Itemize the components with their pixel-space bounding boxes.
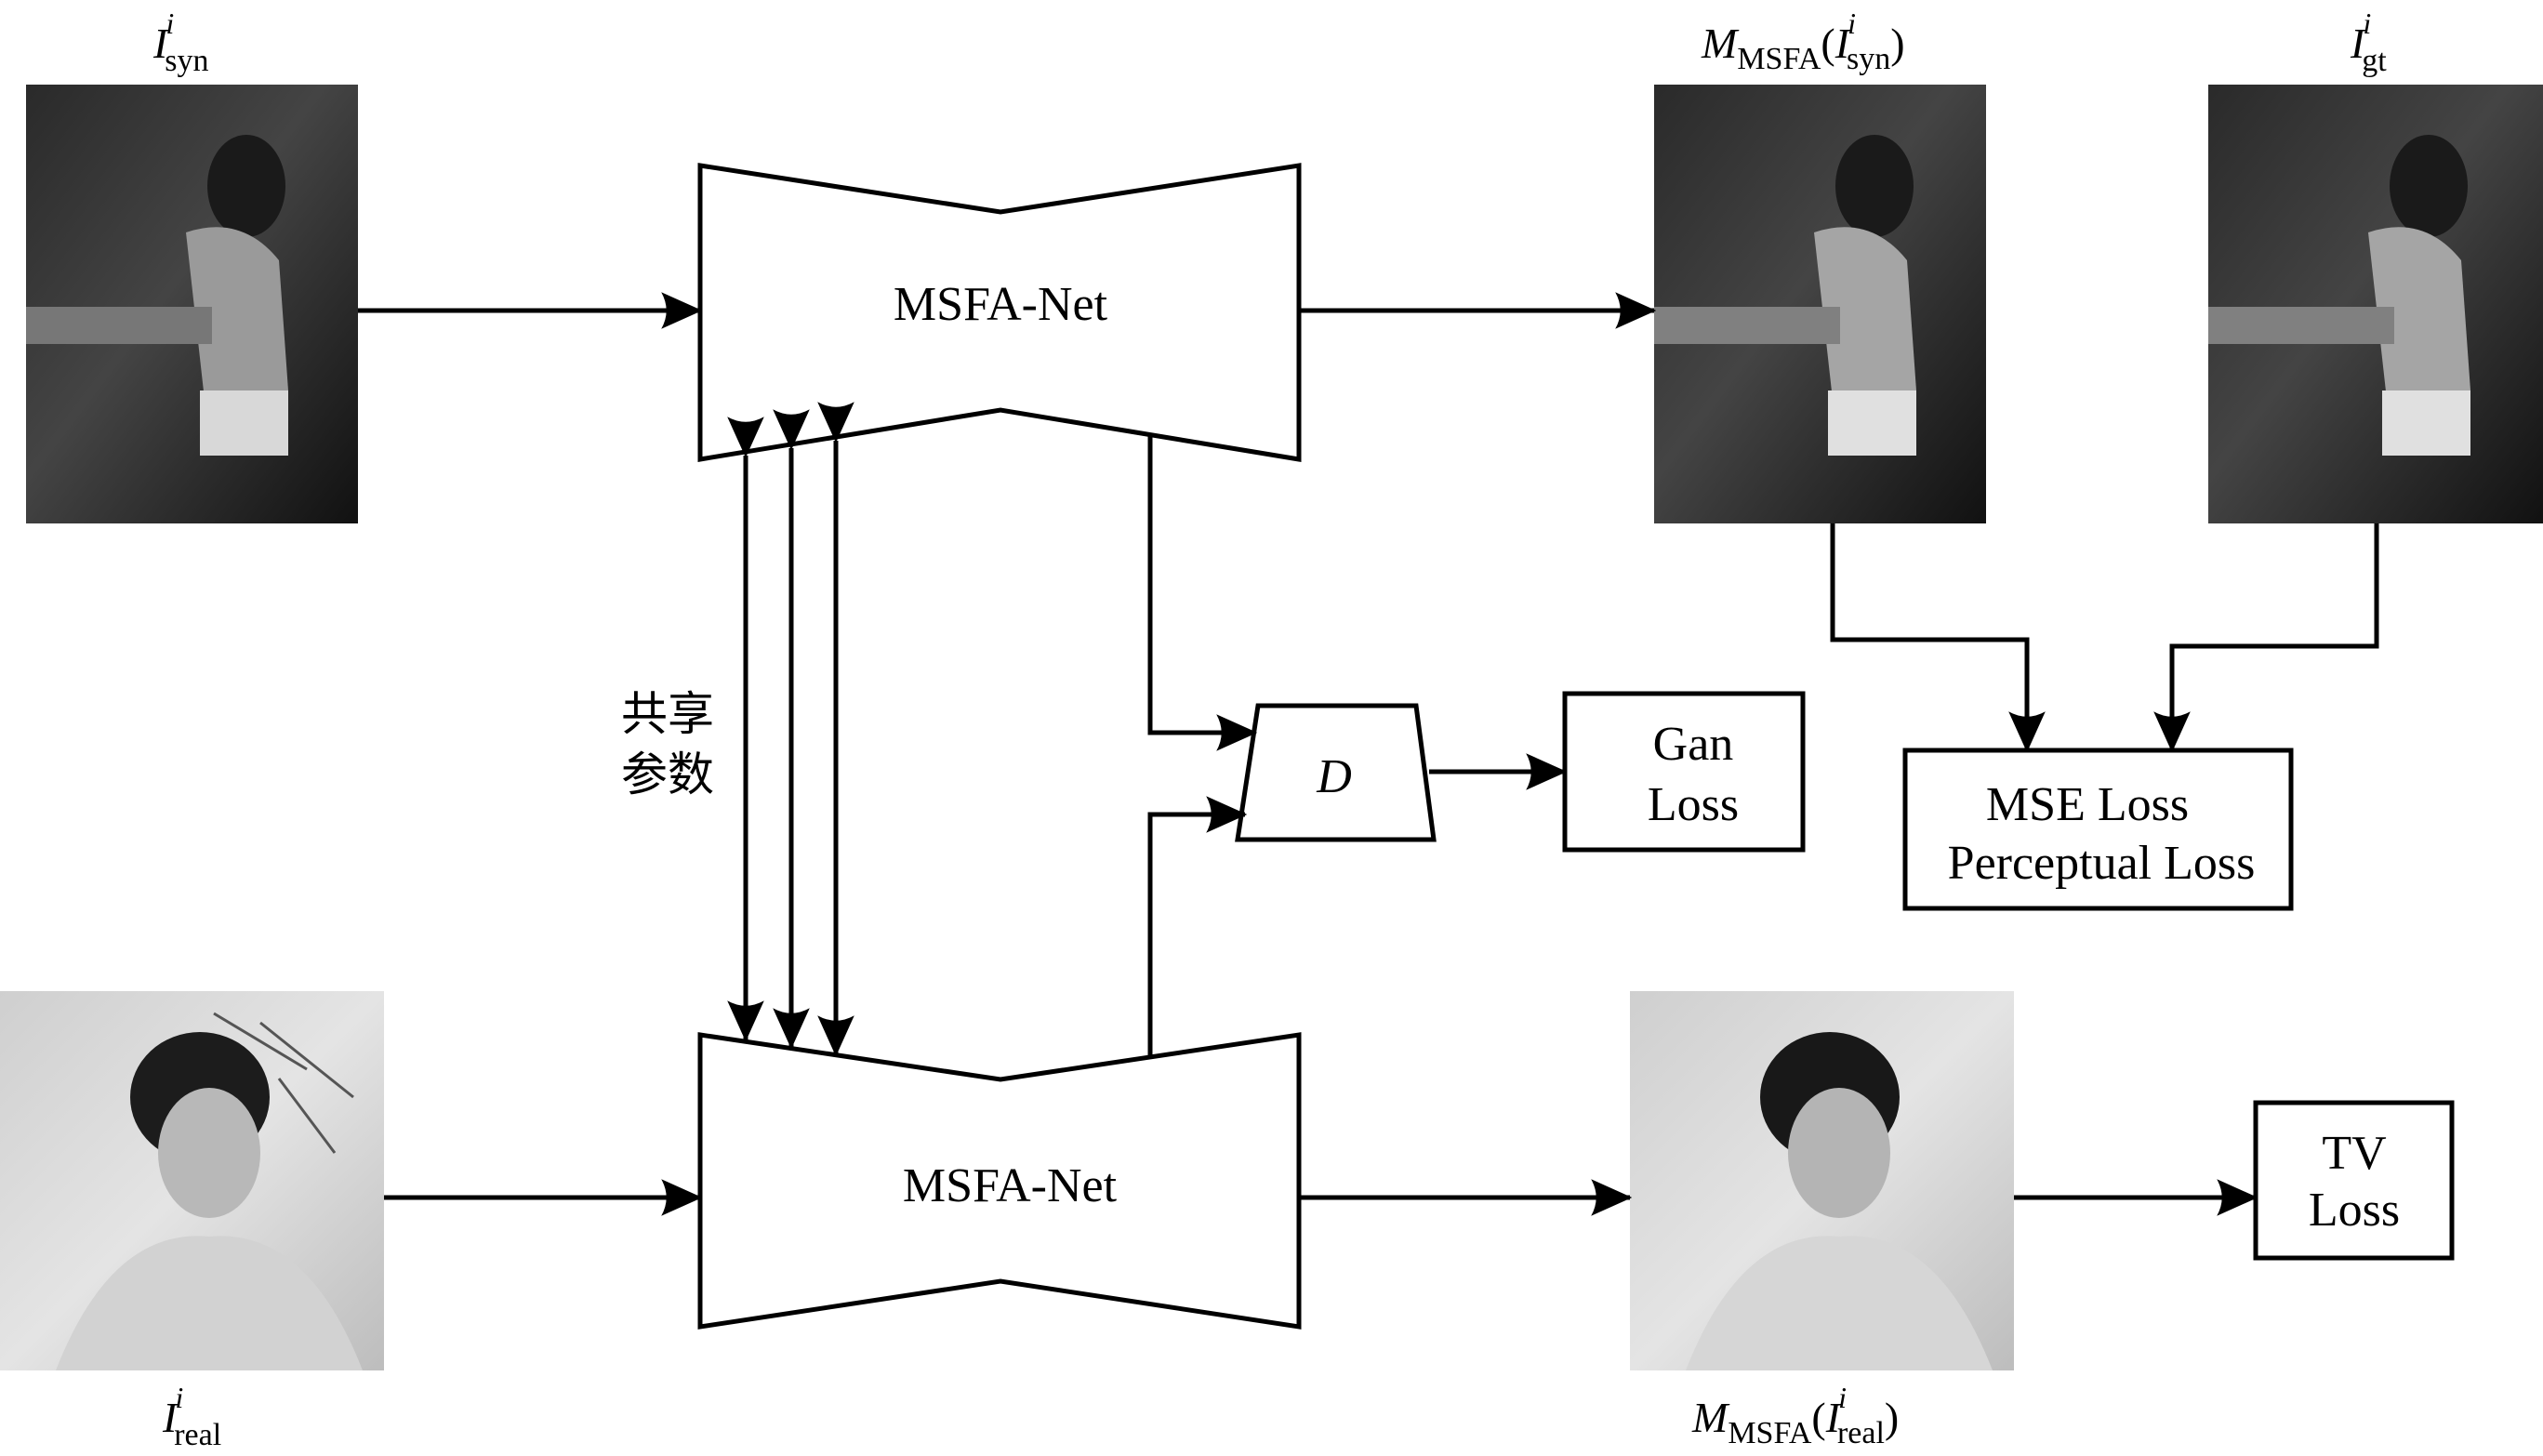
network-bottom: MSFA-Net (697, 1032, 1302, 1330)
image-ground-truth (2208, 85, 2543, 523)
discriminator: D (1235, 703, 1437, 842)
arrow-syn-output-to-mse (1830, 523, 2046, 753)
network-top-label: MSFA-Net (894, 278, 1108, 331)
perceptual-loss-label: Perceptual Loss (1948, 837, 2256, 890)
gan-loss-box: Gan Loss (1562, 691, 1806, 853)
image-syn-output (1654, 85, 1986, 523)
network-top: MSFA-Net (697, 163, 1302, 462)
image-real-input (0, 991, 384, 1370)
discriminator-label: D (1316, 750, 1352, 803)
shared-params-label-line2: 参数 (621, 748, 714, 801)
gan-loss-line1: Gan (1653, 718, 1734, 771)
mse-perceptual-loss-box: MSE Loss Perceptual Loss (1902, 748, 2294, 911)
arrow-gt-to-mse (2153, 523, 2379, 753)
shared-params-label-line1: 共享 (621, 687, 714, 741)
gan-loss-line2: Loss (1648, 778, 1739, 831)
arrow-top-net-to-d (1147, 436, 1258, 751)
tv-loss-line2: Loss (2309, 1184, 2400, 1237)
mse-loss-label: MSE Loss (1986, 778, 2189, 831)
tv-loss-box: TV Loss (2253, 1100, 2455, 1261)
arrow-bottom-net-to-d (1147, 796, 1248, 1058)
tv-loss-line1: TV (2322, 1127, 2386, 1180)
network-bottom-label: MSFA-Net (903, 1159, 1118, 1212)
connectors (358, 292, 2379, 1216)
image-syn-input (26, 85, 358, 523)
image-real-output (1630, 991, 2014, 1370)
